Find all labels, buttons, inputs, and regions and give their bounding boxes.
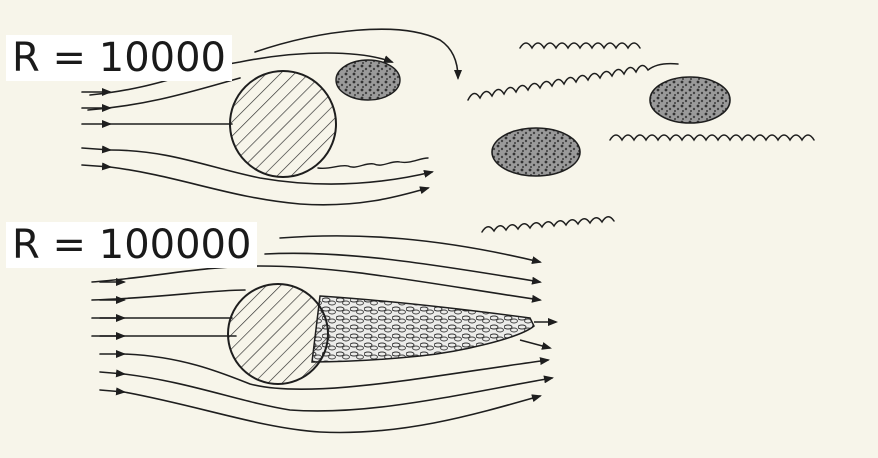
bottom-streamline <box>100 390 124 392</box>
top-streamline <box>82 148 110 150</box>
bottom-streamline <box>92 290 245 300</box>
vortex-trail <box>520 43 640 48</box>
bottom-cylinder <box>228 284 328 384</box>
top-wake-curl <box>318 158 428 168</box>
vortex-trail <box>468 64 678 100</box>
top-cylinder <box>230 71 336 177</box>
reynolds-label-bottom: R = 100000 <box>6 222 257 268</box>
reynolds-label-top: R = 10000 <box>6 35 232 81</box>
bottom-streamline <box>124 392 540 433</box>
vortex-blob <box>492 128 580 176</box>
turbulent-wake <box>312 296 534 362</box>
top-streamline <box>82 165 110 167</box>
top-streamline <box>88 78 240 110</box>
vortex-trail <box>482 217 614 232</box>
vortex-trail <box>610 135 814 140</box>
top-shed-vortex <box>336 60 400 100</box>
vortex-blob <box>650 77 730 123</box>
bottom-streamline <box>100 372 124 374</box>
bottom-streamline <box>280 236 540 262</box>
